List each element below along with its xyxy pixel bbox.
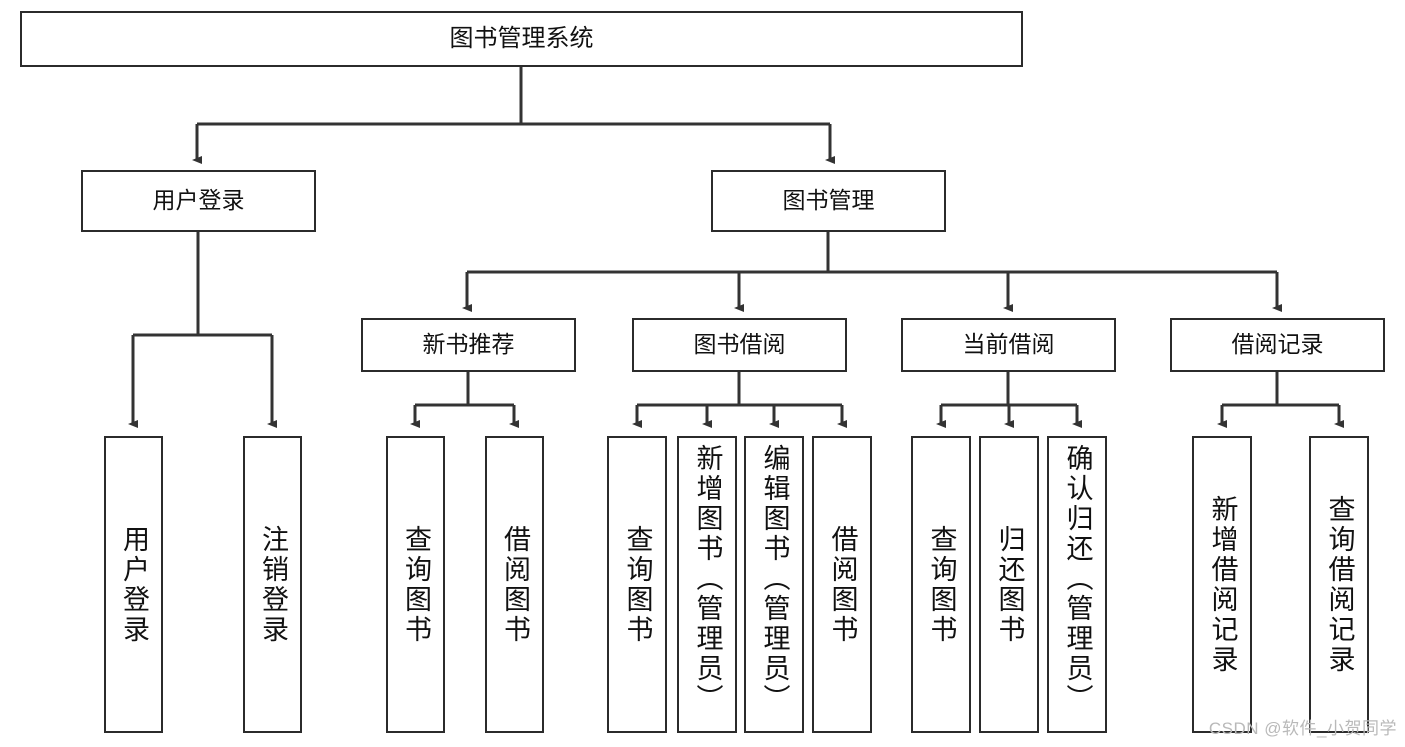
node-user-login-label: 用户登录 — [152, 187, 245, 214]
leaf-query-book-2-label: 查询图书 — [622, 524, 653, 645]
leaf-user-login[interactable]: 用户登录 — [104, 436, 163, 733]
node-borrow-record-label: 借阅记录 — [1231, 331, 1324, 358]
node-new-book-recommend[interactable]: 新书推荐 — [361, 318, 576, 372]
node-root-label: 图书管理系统 — [449, 24, 594, 52]
node-book-borrow-label: 图书借阅 — [693, 331, 786, 358]
leaf-add-book[interactable]: 新增图书（管理员） — [677, 436, 737, 733]
node-new-book-recommend-label: 新书推荐 — [422, 331, 515, 358]
node-current-borrow-label: 当前借阅 — [962, 331, 1055, 358]
node-book-manage[interactable]: 图书管理 — [711, 170, 946, 232]
leaf-user-logout-label: 注销登录 — [258, 524, 288, 645]
leaf-confirm-return[interactable]: 确认归还（管理员） — [1047, 436, 1107, 733]
leaf-add-record-label: 新增借阅记录 — [1207, 494, 1238, 675]
leaf-borrow-book-2-label: 借阅图书 — [827, 524, 858, 645]
leaf-query-record[interactable]: 查询借阅记录 — [1309, 436, 1369, 733]
node-user-login[interactable]: 用户登录 — [81, 170, 316, 232]
leaf-edit-book[interactable]: 编辑图书（管理员） — [744, 436, 804, 733]
node-book-manage-label: 图书管理 — [782, 187, 875, 214]
leaf-add-book-label: 新增图书（管理员） — [692, 444, 723, 714]
node-current-borrow[interactable]: 当前借阅 — [901, 318, 1116, 372]
leaf-query-record-label: 查询借阅记录 — [1324, 494, 1355, 675]
leaf-borrow-book-1[interactable]: 借阅图书 — [485, 436, 544, 733]
leaf-borrow-book-1-label: 借阅图书 — [500, 524, 530, 645]
node-root[interactable]: 图书管理系统 — [20, 11, 1023, 67]
leaf-confirm-return-label: 确认归还（管理员） — [1062, 444, 1093, 714]
leaf-return-book-label: 归还图书 — [994, 524, 1025, 645]
leaf-borrow-book-2[interactable]: 借阅图书 — [812, 436, 872, 733]
leaf-edit-book-label: 编辑图书（管理员） — [759, 444, 790, 714]
leaf-user-logout[interactable]: 注销登录 — [243, 436, 302, 733]
leaf-query-book-3-label: 查询图书 — [926, 524, 957, 645]
node-borrow-record[interactable]: 借阅记录 — [1170, 318, 1385, 372]
leaf-query-book-1-label: 查询图书 — [401, 524, 431, 645]
leaf-add-record[interactable]: 新增借阅记录 — [1192, 436, 1252, 733]
leaf-query-book-3[interactable]: 查询图书 — [911, 436, 971, 733]
leaf-return-book[interactable]: 归还图书 — [979, 436, 1039, 733]
leaf-query-book-1[interactable]: 查询图书 — [386, 436, 445, 733]
leaf-query-book-2[interactable]: 查询图书 — [607, 436, 667, 733]
node-book-borrow[interactable]: 图书借阅 — [632, 318, 847, 372]
leaf-user-login-label: 用户登录 — [119, 524, 149, 645]
watermark: CSDN @软件_小贺同学 — [1208, 719, 1397, 738]
